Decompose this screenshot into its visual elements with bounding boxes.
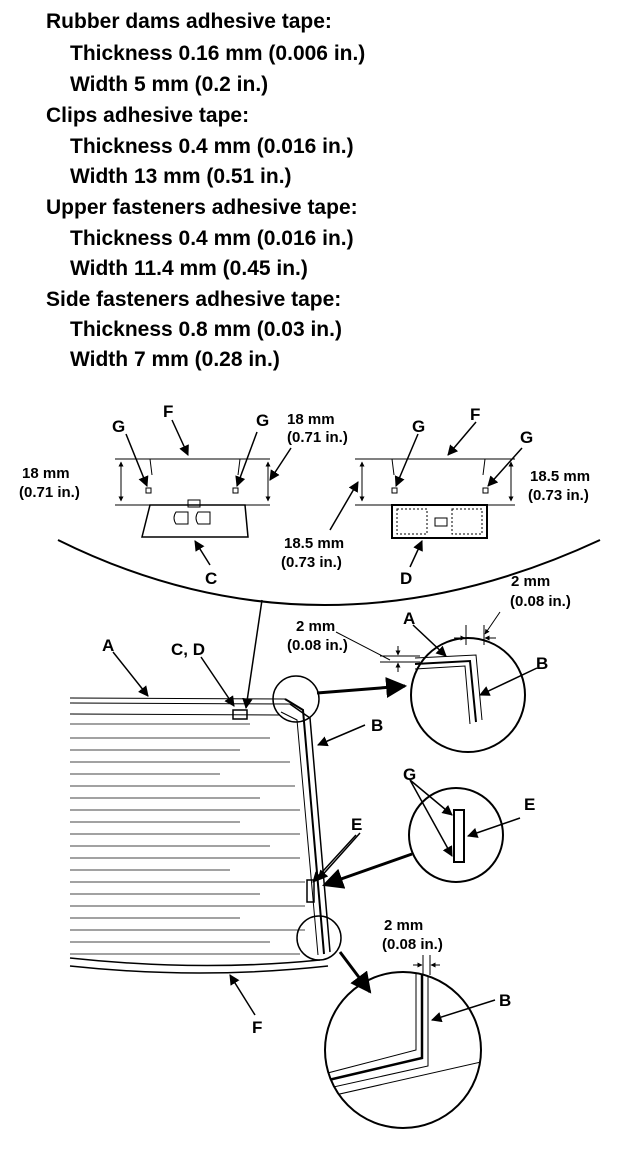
dim-073in-right: (0.73 in.): [528, 487, 589, 504]
dim-073in-left: (0.73 in.): [281, 554, 342, 571]
label-cd-main: C, D: [171, 640, 205, 659]
spec-width-side-fasteners: Width 7 mm (0.28 in.): [70, 348, 280, 371]
dim-2mm-top-right: 2 mm: [511, 573, 550, 590]
label-b-zoom-top: B: [536, 654, 548, 673]
main-view-leaders: [112, 651, 366, 1016]
dim-008in-top-left: (0.08 in.): [287, 637, 348, 654]
label-g-left-1: G: [112, 417, 125, 436]
clip-c-detail: [115, 458, 271, 538]
dim-008in-top-right: (0.08 in.): [510, 593, 571, 610]
dim-18mm-right: 18 mm: [287, 411, 335, 428]
zoom-detail-bottom-corner: [324, 951, 496, 1129]
label-b-zoom-bottom: B: [499, 991, 511, 1010]
zoom-detail-top-corner: [316, 611, 538, 753]
spec-thickness-upper-fasteners: Thickness 0.4 mm (0.016 in.): [70, 227, 354, 250]
spec-thickness-side-fasteners: Thickness 0.8 mm (0.03 in.): [70, 318, 342, 341]
spec-heading-rubber-dams: Rubber dams adhesive tape:: [46, 10, 332, 33]
corner-circle-bottom: [296, 915, 342, 961]
spec-thickness-rubber-dams: Thickness 0.16 mm (0.006 in.): [70, 42, 366, 65]
label-d: D: [400, 569, 412, 588]
zoom-detail-fastener-e: [312, 779, 521, 889]
windshield-glass: [69, 697, 331, 974]
detail-arc: [57, 539, 601, 606]
label-g-left-2: G: [256, 411, 269, 430]
label-e-main: E: [351, 815, 362, 834]
label-g-right-1: G: [412, 417, 425, 436]
dim-008in-bottom: (0.08 in.): [382, 936, 443, 953]
spec-thickness-clips: Thickness 0.4 mm (0.016 in.): [70, 135, 354, 158]
label-f-main: F: [252, 1018, 262, 1037]
dim-071in-right: (0.71 in.): [287, 429, 348, 446]
label-f-right: F: [470, 405, 480, 424]
label-c: C: [205, 569, 217, 588]
dim-2mm-bottom: 2 mm: [384, 917, 423, 934]
label-e-zoom: E: [524, 795, 535, 814]
spec-heading-upper-fasteners: Upper fasteners adhesive tape:: [46, 196, 358, 219]
label-g-right-2: G: [520, 428, 533, 447]
top-detail-leaders: [125, 419, 523, 710]
spec-width-clips: Width 13 mm (0.51 in.): [70, 165, 292, 188]
adhesive-tape-specifications: Rubber dams adhesive tape: Thickness 0.1…: [0, 0, 640, 380]
dim-185mm-left: 18.5 mm: [284, 535, 344, 552]
label-a-main: A: [102, 636, 114, 655]
spec-width-upper-fasteners: Width 11.4 mm (0.45 in.): [70, 257, 308, 280]
spec-heading-clips: Clips adhesive tape:: [46, 104, 250, 127]
clip-d-detail: [355, 458, 515, 539]
dim-2mm-top-left: 2 mm: [296, 618, 335, 635]
dim-071in-left: (0.71 in.): [19, 484, 80, 501]
dim-18mm-left: 18 mm: [22, 465, 70, 482]
label-g-zoom: G: [403, 765, 416, 784]
dim-185mm-right: 18.5 mm: [530, 468, 590, 485]
label-f-left: F: [163, 402, 173, 421]
label-a-zoom: A: [403, 609, 415, 628]
spec-heading-side-fasteners: Side fasteners adhesive tape:: [46, 288, 342, 311]
corner-circle-top: [272, 675, 320, 723]
label-b-main: B: [371, 716, 383, 735]
spec-width-rubber-dams: Width 5 mm (0.2 in.): [70, 73, 269, 96]
